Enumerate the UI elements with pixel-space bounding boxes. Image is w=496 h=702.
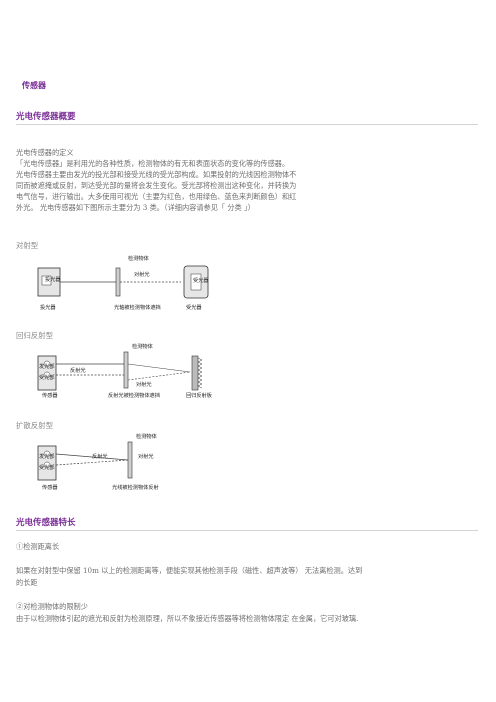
diagram-title-retro: 回归反射型 (16, 331, 53, 340)
diffuse-reflective-diagram: 发光部 受光部 反射光 检测物体 对射光 传感器 光线被检测物体反射 (36, 432, 226, 498)
emitter-box-label: 投光器 (45, 275, 61, 283)
definition-line-2: 光电传感器主要由发光的投光部和接受光线的受光部构成。如果投射的光线因检测物体不 (16, 170, 297, 179)
retro-sensor-label: 传感器 (42, 391, 58, 399)
diagram-title-through: 对射型 (16, 241, 39, 250)
diagram-title-diffuse: 扩散反射型 (16, 421, 53, 430)
divider (16, 124, 478, 125)
through-caption: 光轴被检测物体遮挡 (114, 303, 161, 311)
feature-1-line-2: 的长距 (16, 578, 38, 587)
diffuse-caption: 光线被检测物体反射 (112, 483, 159, 491)
diffuse-sensor-label: 传感器 (42, 483, 58, 491)
feature-1-line-1: 如果在对射型中保留 10m 以上的检测距离等，便能实现其他检测手段（磁性、超声波… (16, 566, 363, 575)
diffuse-through-label: 对射光 (138, 452, 154, 460)
retro-emit-label: 发光部 (39, 362, 55, 370)
retro-through-label: 对射光 (136, 380, 152, 388)
retro-object-label: 检测物体 (132, 342, 154, 350)
retro-recv-label: 受光部 (39, 373, 55, 381)
definition-line-4: 电气信号，进行输出。大多使用可视光（主要为红色，也用绿色、蓝色来判断颜色）和红 (16, 192, 297, 201)
diffuse-object-label: 检测物体 (136, 432, 158, 440)
diffuse-recv-label: 受光部 (39, 463, 55, 471)
through-light-label: 对射光 (134, 270, 150, 278)
through-beam-diagram: 投光器 检测物体 对射光 受光器 投光器 光轴被检测物体遮挡 受光器 (36, 254, 226, 320)
receiver-label: 受光器 (186, 303, 202, 311)
retro-reflective-diagram: 发光部 受光部 反射光 检测物体 对射光 传感器 反射光被检测物体遮挡 回归反射… (36, 342, 226, 408)
retro-caption: 反射光被检测物体遮挡 (108, 391, 160, 399)
definition-title: 光电传感器的定义 (16, 148, 74, 157)
feature-2-title: ②对检测物体的限制少 (16, 602, 88, 611)
feature-2-line-1: 由于以检测物体引起的遮光和反射为检测原理，所以不象接近传感器等将检测物体限定 在… (16, 614, 359, 623)
definition-line-5: 外光。 光电传感器如下图所示主要分为 3 类。（详细内容请参见「 分类 」） (16, 203, 255, 212)
definition-line-3: 同而被遮掩或反射，到达受光部的量将会发生变化。受光部将检测出这种变化，并转换为 (16, 181, 297, 190)
section-title-features: 光电传感器特长 (16, 518, 76, 528)
diffuse-reflect-label: 反射光 (92, 452, 108, 460)
diffuse-emit-label: 发光部 (39, 452, 55, 460)
feature-1-title: ①检测距离长 (16, 542, 60, 551)
retro-reflect-label: 反射光 (70, 366, 86, 374)
divider (16, 530, 478, 531)
reflector-label: 回归反射板 (186, 391, 213, 399)
receiver-box-label: 受光器 (193, 276, 209, 284)
object-label: 检测物体 (128, 254, 150, 262)
definition-line-1: 「光电传感器」是利用光的各种性质，检测物体的有无和表面状态的变化等的传感器。 (16, 159, 290, 168)
emitter-label: 投光器 (40, 303, 56, 311)
section-title-overview: 光电传感器概要 (16, 112, 76, 122)
breadcrumb[interactable]: 传感器 (22, 81, 46, 90)
